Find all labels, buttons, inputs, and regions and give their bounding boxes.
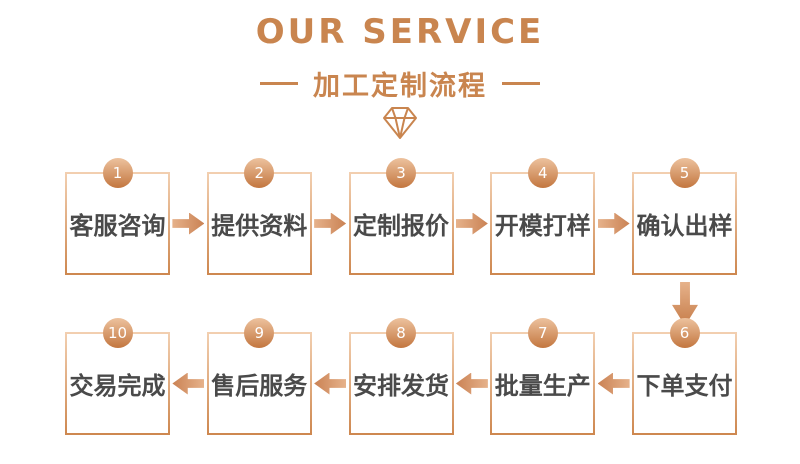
dash-left [260,82,298,85]
diamond-icon [381,105,419,143]
step-number-badge: 3 [386,158,416,188]
dash-right [502,82,540,85]
step-label: 确认出样 [636,212,733,240]
step-box-4: 4 开模打样 [490,158,596,275]
step-box-2: 2 提供资料 [206,158,312,275]
arrow-right-icon [455,212,488,235]
step-label: 下单支付 [636,372,733,400]
arrow-left-icon [455,372,488,395]
step-box-6: 6 下单支付 [632,318,737,435]
step-label: 批量生产 [494,372,591,400]
step-label: 客服咨询 [69,212,166,240]
step-box-9: 9 售后服务 [206,318,312,435]
subtitle-text: 加工定制流程 [313,71,487,102]
flow-row-top: 1 客服咨询 2 提供资料 3 定制报价 4 开模打样 5 确认出样 [65,158,737,275]
step-label: 开模打样 [494,212,591,240]
step-label: 交易完成 [69,372,166,400]
subtitle: 加工定制流程 [0,64,800,103]
arrow-left-icon [314,372,347,395]
step-box-3: 3 定制报价 [348,158,454,275]
step-label: 售后服务 [211,372,308,400]
arrow-left-icon [172,372,205,395]
step-number-badge: 10 [102,318,133,348]
step-number-badge: 8 [386,318,416,348]
step-box-7: 7 批量生产 [490,318,596,435]
step-box-5: 5 确认出样 [632,158,737,275]
page-title: OUR SERVICE [255,12,545,52]
step-number-badge: 1 [102,158,133,188]
step-number-badge: 5 [669,158,700,188]
step-number-badge: 2 [244,158,275,188]
step-number-badge: 9 [244,318,275,348]
step-number-badge: 4 [527,158,558,188]
arrow-right-icon [597,212,630,235]
step-number-badge: 6 [669,318,700,348]
step-box-10: 10 交易完成 [65,318,170,435]
flow-row-bottom: 10 交易完成 9 售后服务 8 安排发货 7 批量生产 6 下单支付 [65,318,737,435]
step-box-1: 1 客服咨询 [65,158,170,275]
arrow-left-icon [597,372,630,395]
step-label: 安排发货 [353,372,449,400]
arrow-right-icon [172,212,205,235]
step-box-8: 8 安排发货 [348,318,454,435]
step-number-badge: 7 [527,318,558,348]
arrow-right-icon [314,212,347,235]
step-label: 定制报价 [353,212,449,240]
step-label: 提供资料 [211,212,308,240]
